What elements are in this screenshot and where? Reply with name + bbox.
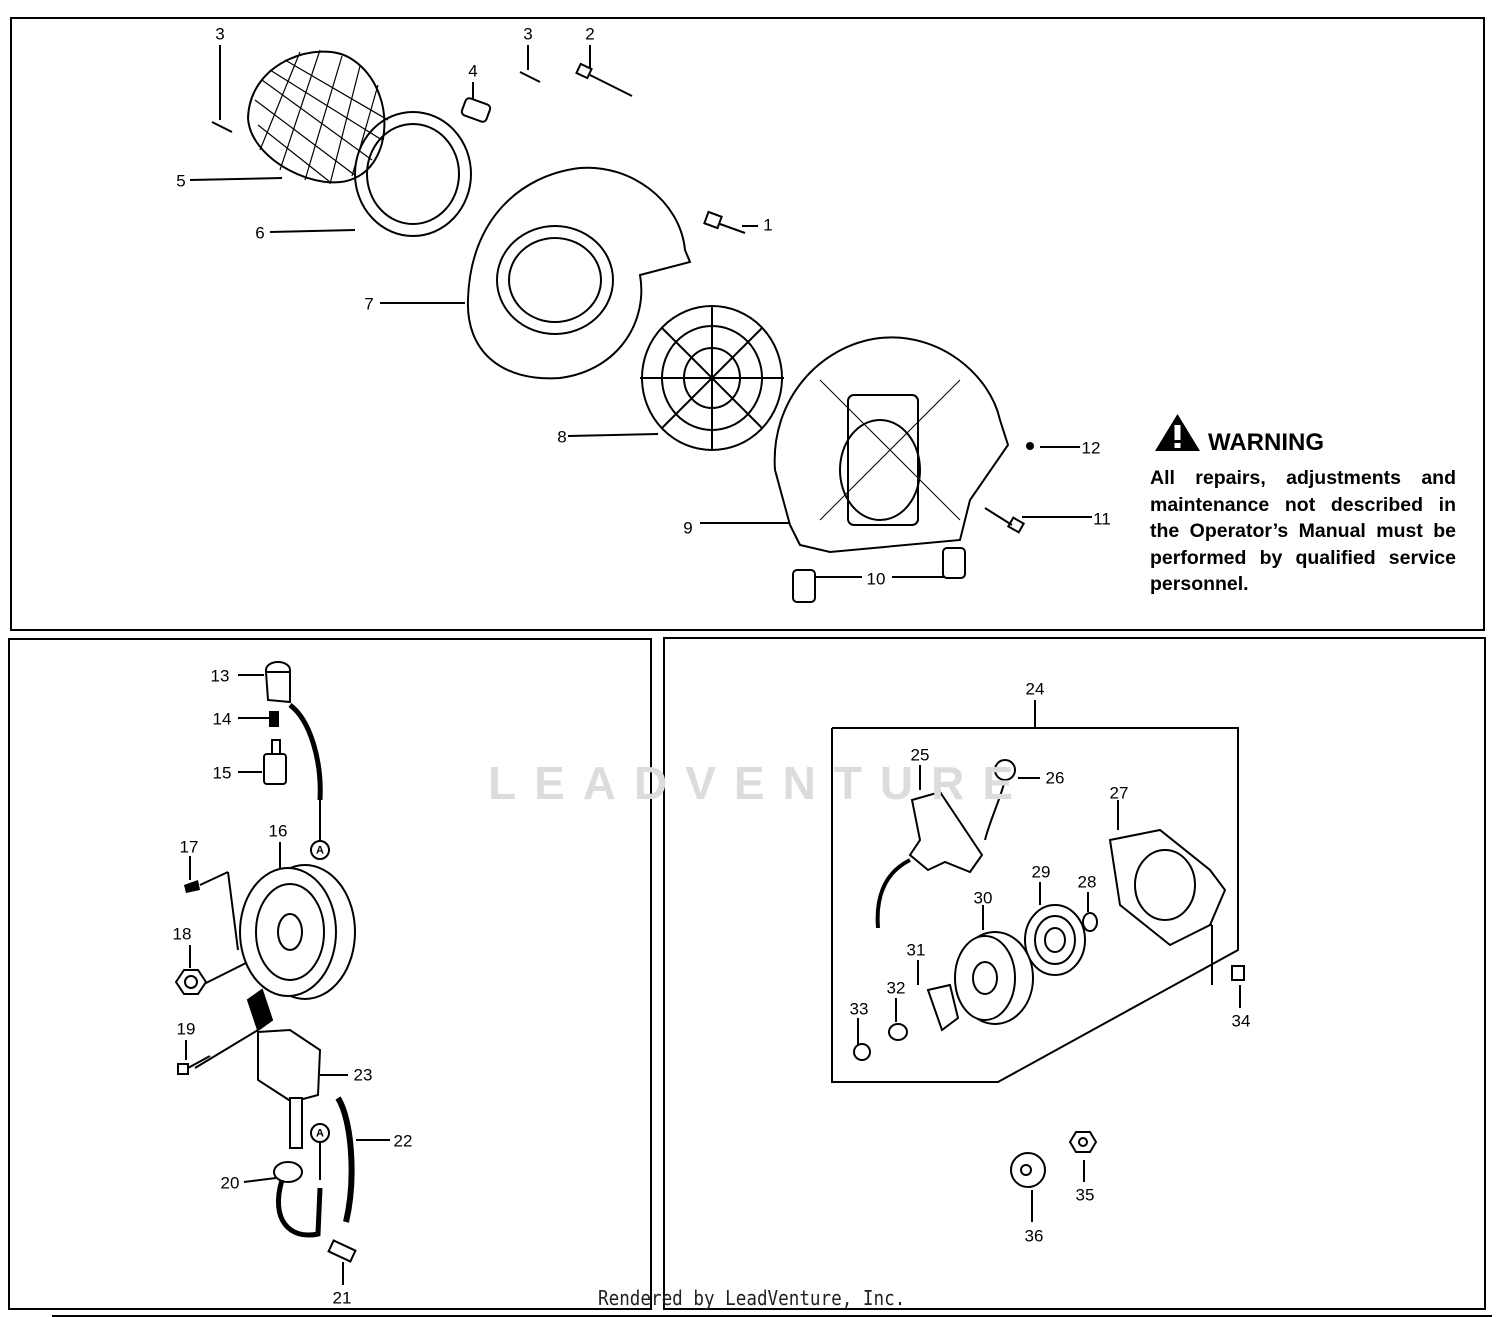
lead-wire — [288, 703, 323, 801]
callout-29: 29 — [1031, 862, 1051, 882]
fuel-line-part-22 — [335, 1096, 355, 1223]
intake-grille-part-5 — [246, 49, 389, 185]
spark-plug-part-15 — [263, 739, 287, 785]
grommet-part-20 — [273, 1161, 303, 1183]
starter-housing-part-27 — [1108, 828, 1227, 947]
hub-part-36 — [1010, 1152, 1046, 1188]
bolt-part-11 — [984, 507, 1026, 534]
callout-33: 33 — [849, 999, 869, 1019]
callout-26: 26 — [1045, 768, 1065, 788]
callout-34: 34 — [1231, 1011, 1251, 1031]
callout-21: 21 — [332, 1288, 352, 1308]
callout-12: 12 — [1081, 438, 1101, 458]
top-panel — [10, 17, 1485, 631]
ignition-panel — [8, 638, 652, 1310]
callout-9: 9 — [683, 518, 693, 538]
key-part-17 — [184, 880, 200, 893]
callout-30: 30 — [973, 888, 993, 908]
callout-17: 17 — [179, 837, 199, 857]
connector-label-a: A — [316, 844, 324, 857]
callout-16: 16 — [268, 821, 288, 841]
terminal-part-21 — [327, 1239, 357, 1263]
callout-13: 13 — [210, 666, 230, 686]
ring-part-6 — [354, 111, 472, 237]
footer-credit: Rendered by LeadVenture, Inc. — [598, 1286, 906, 1310]
callout-15: 15 — [212, 763, 232, 783]
mount-part-4 — [460, 97, 492, 123]
callout-22: 22 — [393, 1131, 413, 1151]
spring-part-28 — [1082, 912, 1098, 932]
callout-4: 4 — [468, 61, 478, 81]
callout-11: 11 — [1093, 509, 1111, 529]
warning-header: WARNING — [1150, 424, 1456, 461]
warning-triangle-icon — [1155, 414, 1200, 451]
callout-24: 24 — [1025, 679, 1045, 699]
footer-rule — [52, 1315, 1492, 1317]
connector-label-a: A — [316, 1127, 324, 1140]
callout-18: 18 — [172, 924, 192, 944]
flywheel-part-16 — [239, 864, 356, 1000]
callout-20: 20 — [220, 1173, 240, 1193]
callout-28: 28 — [1077, 872, 1097, 892]
starter-handle-part-25 — [875, 790, 984, 929]
wire-loop — [275, 1179, 323, 1238]
screw-part-33 — [853, 1043, 871, 1061]
warning-icon-spacer — [1150, 424, 1200, 461]
blower-housing-part-9 — [773, 336, 1010, 554]
watermark-logo: LEADVENTURE — [488, 757, 1032, 809]
callout-1: 1 — [763, 215, 773, 235]
callout-2: 2 — [585, 24, 595, 44]
mount-part-10 — [792, 547, 966, 603]
spark-plug-boot-part-13 — [264, 661, 291, 704]
bolt-part-2 — [575, 62, 633, 97]
washer-part-32 — [888, 1023, 908, 1041]
pawl-part-31 — [926, 983, 960, 1032]
callout-31: 31 — [906, 940, 926, 960]
screw-part-3 — [211, 71, 541, 133]
callout-36: 36 — [1024, 1226, 1044, 1246]
callout-3: 3 — [523, 24, 533, 44]
nut-part-35 — [1068, 1131, 1098, 1153]
recoil-spring-part-29 — [1024, 904, 1086, 976]
fan-housing-part-7 — [466, 166, 692, 380]
callout-25: 25 — [910, 745, 930, 765]
callout-35: 35 — [1075, 1185, 1095, 1205]
screw-part-19 — [177, 1055, 211, 1075]
callout-6: 6 — [255, 223, 265, 243]
rope-guide-part-26 — [984, 759, 1016, 841]
callout-7: 7 — [364, 294, 374, 314]
warning-title: WARNING — [1208, 428, 1324, 456]
starter-panel — [663, 637, 1486, 1310]
nut-part-12 — [1026, 442, 1034, 450]
nut-part-18 — [174, 969, 208, 995]
callout-5: 5 — [176, 171, 186, 191]
callout-14: 14 — [212, 709, 232, 729]
fan-part-8 — [640, 305, 784, 451]
bolt-part-34 — [1231, 965, 1245, 981]
callout-3: 3 — [215, 24, 225, 44]
callout-19: 19 — [176, 1019, 196, 1039]
callout-23: 23 — [353, 1065, 373, 1085]
warning-notice: WARNING All repairs, adjustments and mai… — [1150, 424, 1456, 598]
pulley-part-30 — [954, 931, 1034, 1025]
callout-8: 8 — [557, 427, 567, 447]
connector-circle — [310, 1123, 330, 1143]
warning-text: All repairs, adjustments and maintenance… — [1150, 467, 1456, 595]
callout-32: 32 — [886, 978, 906, 998]
connector-circle — [310, 840, 330, 860]
callout-27: 27 — [1109, 783, 1129, 803]
ignition-module-part-23 — [246, 988, 322, 1149]
spring-part-14 — [269, 711, 279, 727]
screw-part-1 — [703, 210, 746, 234]
callout-10: 10 — [866, 569, 886, 589]
